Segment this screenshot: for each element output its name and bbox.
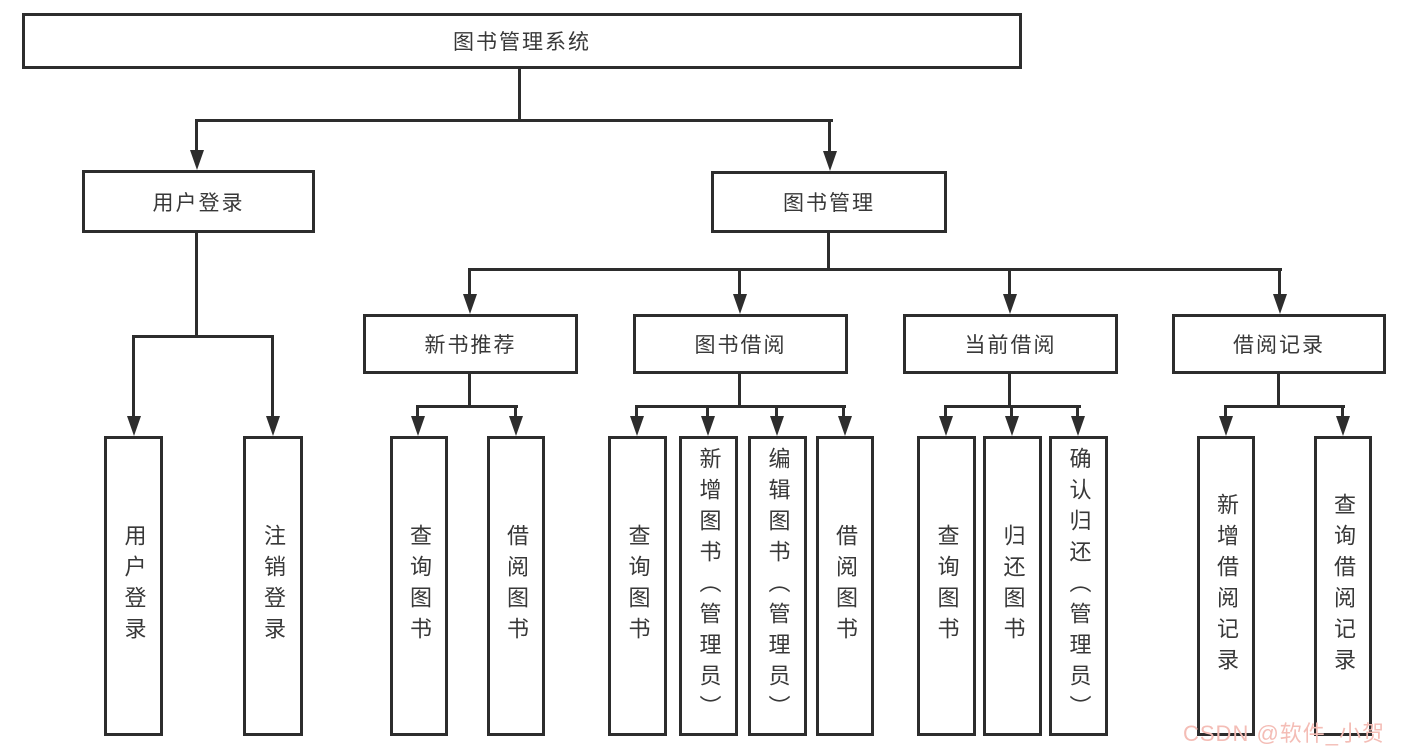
connector-drop-line xyxy=(1076,405,1079,418)
leaf-query-books-recommend: 查询图书 xyxy=(390,436,448,736)
node-current-borrowing: 当前借阅 xyxy=(903,314,1118,374)
connector-drop-line xyxy=(944,405,947,418)
csdn-watermark: CSDN @软件_小贺同学 xyxy=(1183,721,1386,746)
leaf-query-borrow-record: 查询借阅记录 xyxy=(1314,436,1372,736)
leaf-user-login: 用户登录 xyxy=(104,436,163,736)
connector-bookmgmt-crossbar-line xyxy=(468,268,1282,271)
arrow-down-icon xyxy=(733,294,747,314)
connector-records-stem-line xyxy=(1277,374,1280,407)
connector-userlogin-stem-line xyxy=(195,233,198,337)
arrow-down-icon xyxy=(509,416,523,436)
leaf-return-book: 归还图书 xyxy=(983,436,1042,736)
connector-drop-line xyxy=(635,405,638,418)
connector-drop-line xyxy=(1278,268,1281,296)
node-book-management: 图书管理 xyxy=(711,171,947,233)
connector-drop-line xyxy=(775,405,778,418)
arrow-down-icon xyxy=(823,151,837,171)
connector-root-left-drop-line xyxy=(195,119,198,152)
connector-drop-line xyxy=(132,335,135,418)
node-book-borrowing: 图书借阅 xyxy=(633,314,848,374)
connector-drop-line xyxy=(468,268,471,296)
leaf-logout: 注销登录 xyxy=(243,436,303,736)
arrow-down-icon xyxy=(838,416,852,436)
arrow-down-icon xyxy=(1071,416,1085,436)
connector-borrowing-crossbar-line xyxy=(635,405,846,408)
connector-drop-line xyxy=(1008,268,1011,296)
arrow-down-icon xyxy=(411,416,425,436)
leaf-borrow-books: 借阅图书 xyxy=(816,436,874,736)
leaf-add-borrow-record: 新增借阅记录 xyxy=(1197,436,1255,736)
arrow-down-icon xyxy=(1003,294,1017,314)
connector-root-right-drop-line xyxy=(828,119,831,153)
connector-drop-line xyxy=(416,405,419,418)
arrow-down-icon xyxy=(1273,294,1287,314)
connector-userlogin-crossbar-line xyxy=(132,335,274,338)
leaf-confirm-return-admin: 确认归还（管理员） xyxy=(1049,436,1108,736)
connector-drop-line xyxy=(1224,405,1227,418)
arrow-down-icon xyxy=(701,416,715,436)
node-borrowing-records: 借阅记录 xyxy=(1172,314,1386,374)
leaf-borrow-books-recommend: 借阅图书 xyxy=(487,436,545,736)
arrow-down-icon xyxy=(1336,416,1350,436)
connector-drop-line xyxy=(1341,405,1344,418)
arrow-down-icon xyxy=(939,416,953,436)
arrow-down-icon xyxy=(266,416,280,436)
connector-records-crossbar-line xyxy=(1224,405,1345,408)
leaf-query-books-borrow: 查询图书 xyxy=(608,436,667,736)
arrow-down-icon xyxy=(770,416,784,436)
connector-current-stem-line xyxy=(1008,374,1011,407)
arrow-down-icon xyxy=(127,416,141,436)
connector-drop-line xyxy=(271,335,274,418)
arrow-down-icon xyxy=(463,294,477,314)
connector-newbook-stem-line xyxy=(468,374,471,407)
connector-root-stem-line xyxy=(518,69,521,120)
node-user-login: 用户登录 xyxy=(82,170,315,233)
connector-borrowing-stem-line xyxy=(738,374,741,407)
connector-drop-line xyxy=(842,405,845,418)
node-root: 图书管理系统 xyxy=(22,13,1022,69)
arrow-down-icon xyxy=(190,150,204,170)
connector-bookmgmt-stem-line xyxy=(827,233,830,271)
connector-drop-line xyxy=(1010,405,1013,418)
connector-root-crossbar-line xyxy=(196,119,833,122)
arrow-down-icon xyxy=(1219,416,1233,436)
arrow-down-icon xyxy=(1005,416,1019,436)
connector-drop-line xyxy=(706,405,709,418)
connector-drop-line xyxy=(738,268,741,296)
connector-newbook-crossbar-line xyxy=(416,405,518,408)
leaf-query-books-current: 查询图书 xyxy=(917,436,976,736)
leaf-add-book-admin: 新增图书（管理员） xyxy=(679,436,738,736)
arrow-down-icon xyxy=(630,416,644,436)
leaf-edit-book-admin: 编辑图书（管理员） xyxy=(748,436,807,736)
node-new-book-recommendation: 新书推荐 xyxy=(363,314,578,374)
connector-drop-line xyxy=(514,405,517,418)
